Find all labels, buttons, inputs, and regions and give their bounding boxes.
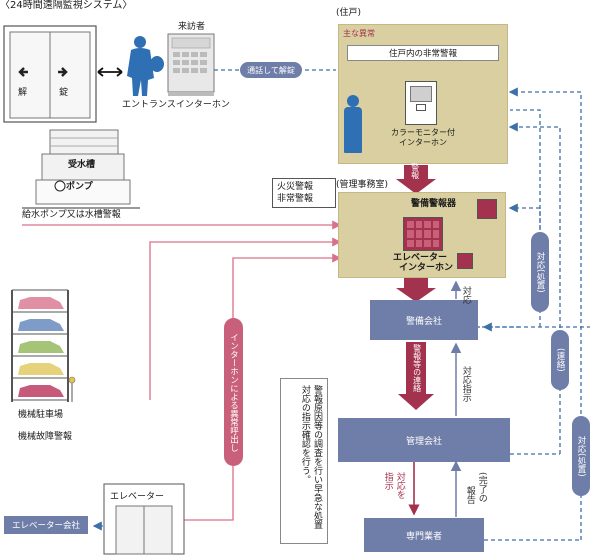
management-company-box: 管理会社 bbox=[338, 418, 510, 462]
manager-office-label: (管理事務室) bbox=[336, 180, 389, 190]
resident-figure bbox=[344, 107, 362, 153]
parking-alarm-label: 機械故障警報 bbox=[18, 432, 73, 442]
residence-box: 主な異常 住戸内の非常警報 カラーモニター付 インターホン bbox=[338, 24, 508, 164]
manager-office-box: 警備警報器 エレベーター インターホン bbox=[338, 192, 506, 278]
visitor-figure bbox=[127, 36, 164, 96]
complete-note: (完了の bbox=[476, 472, 487, 503]
explanation-box: 警報原因等の調査を行い早急な処置対応の指示確認を行う。 bbox=[280, 378, 328, 544]
residence-alarm-box: 住戸内の非常警報 bbox=[347, 45, 499, 61]
color-monitor-intercom bbox=[405, 81, 437, 125]
security-device-label: 警備警報器 bbox=[411, 199, 457, 209]
instruction-note: 指示 bbox=[382, 472, 393, 490]
security-device-icon bbox=[477, 199, 497, 219]
security-handle-note: 対応 bbox=[460, 286, 471, 304]
visitor-label: 来訪者 bbox=[178, 22, 206, 32]
office-security-arrow bbox=[396, 276, 436, 302]
alert-arrow-label: 警報 bbox=[410, 163, 420, 179]
entrance-intercom-label: エントランスインターホン bbox=[122, 100, 230, 110]
elevator-label: エレベーター bbox=[110, 492, 165, 502]
pump-label: ポンプ bbox=[66, 182, 93, 192]
water-tank-label: 受水槽 bbox=[68, 160, 96, 170]
emergency-alarm-label: 非常警報 bbox=[277, 194, 314, 204]
elevator-intercom-panel-icon bbox=[403, 217, 443, 251]
unlock-pill: 通話して解錠 bbox=[240, 62, 302, 78]
monitor-label-2: インターホン bbox=[399, 138, 447, 147]
contact-arrow-label: 警報等の連絡 bbox=[412, 344, 422, 392]
door-visitor-double-arrow bbox=[97, 67, 123, 77]
fire-alarm-box: 火災警報 非常警報 bbox=[272, 178, 336, 208]
door-left-label: 解 bbox=[18, 88, 28, 98]
elevator-intercom-label-2: インターホン bbox=[399, 263, 454, 273]
entrance-door-illustration bbox=[3, 25, 97, 123]
security-company-box: 警備会社 bbox=[370, 300, 478, 340]
residence-alert-arrow bbox=[396, 165, 436, 194]
handle-pill-2: 対応(処置) bbox=[572, 416, 590, 496]
elevator-company-box: エレベーター会社 bbox=[4, 516, 88, 534]
parking-label: 機械駐車場 bbox=[18, 410, 64, 420]
handle-pill-1: 対応(処置) bbox=[531, 232, 549, 312]
monitor-label-1: カラーモニター付 bbox=[391, 128, 455, 137]
parking-structure-illustration bbox=[11, 289, 76, 402]
security-management-arrow bbox=[398, 342, 434, 410]
elevator-intercom-label-1: エレベーター bbox=[393, 253, 448, 263]
fire-alarm-label: 火災警報 bbox=[277, 182, 314, 192]
door-right-label: 錠 bbox=[59, 88, 69, 98]
water-alarm-label: 給水ポンプ又は水槽警報 bbox=[22, 210, 121, 220]
explanation-text: 警報原因等の調査を行い早急な処置対応の指示確認を行う。 bbox=[299, 385, 322, 529]
residence-section-label: (住戸) bbox=[336, 8, 362, 18]
contractor-box: 専門業者 bbox=[364, 518, 484, 552]
water-tank-illustration bbox=[22, 129, 140, 209]
elevator-illustration bbox=[103, 483, 185, 555]
handle-instruction-label: 対応指示 bbox=[460, 366, 471, 402]
intercom-call-pill: インターホンによる異常呼出し bbox=[224, 318, 243, 466]
report-note: 報告 bbox=[464, 486, 475, 504]
resident-head bbox=[347, 95, 359, 107]
elevator-indicator-icon bbox=[457, 253, 473, 269]
main-anomaly-label: 主な異常 bbox=[343, 29, 375, 38]
contact-pill: (連絡) bbox=[551, 330, 569, 390]
page-title: 〈24時間遠隔監視システム〉 bbox=[0, 0, 133, 11]
handle-note: 対応を bbox=[394, 472, 405, 499]
entrance-intercom-panel bbox=[167, 33, 215, 96]
